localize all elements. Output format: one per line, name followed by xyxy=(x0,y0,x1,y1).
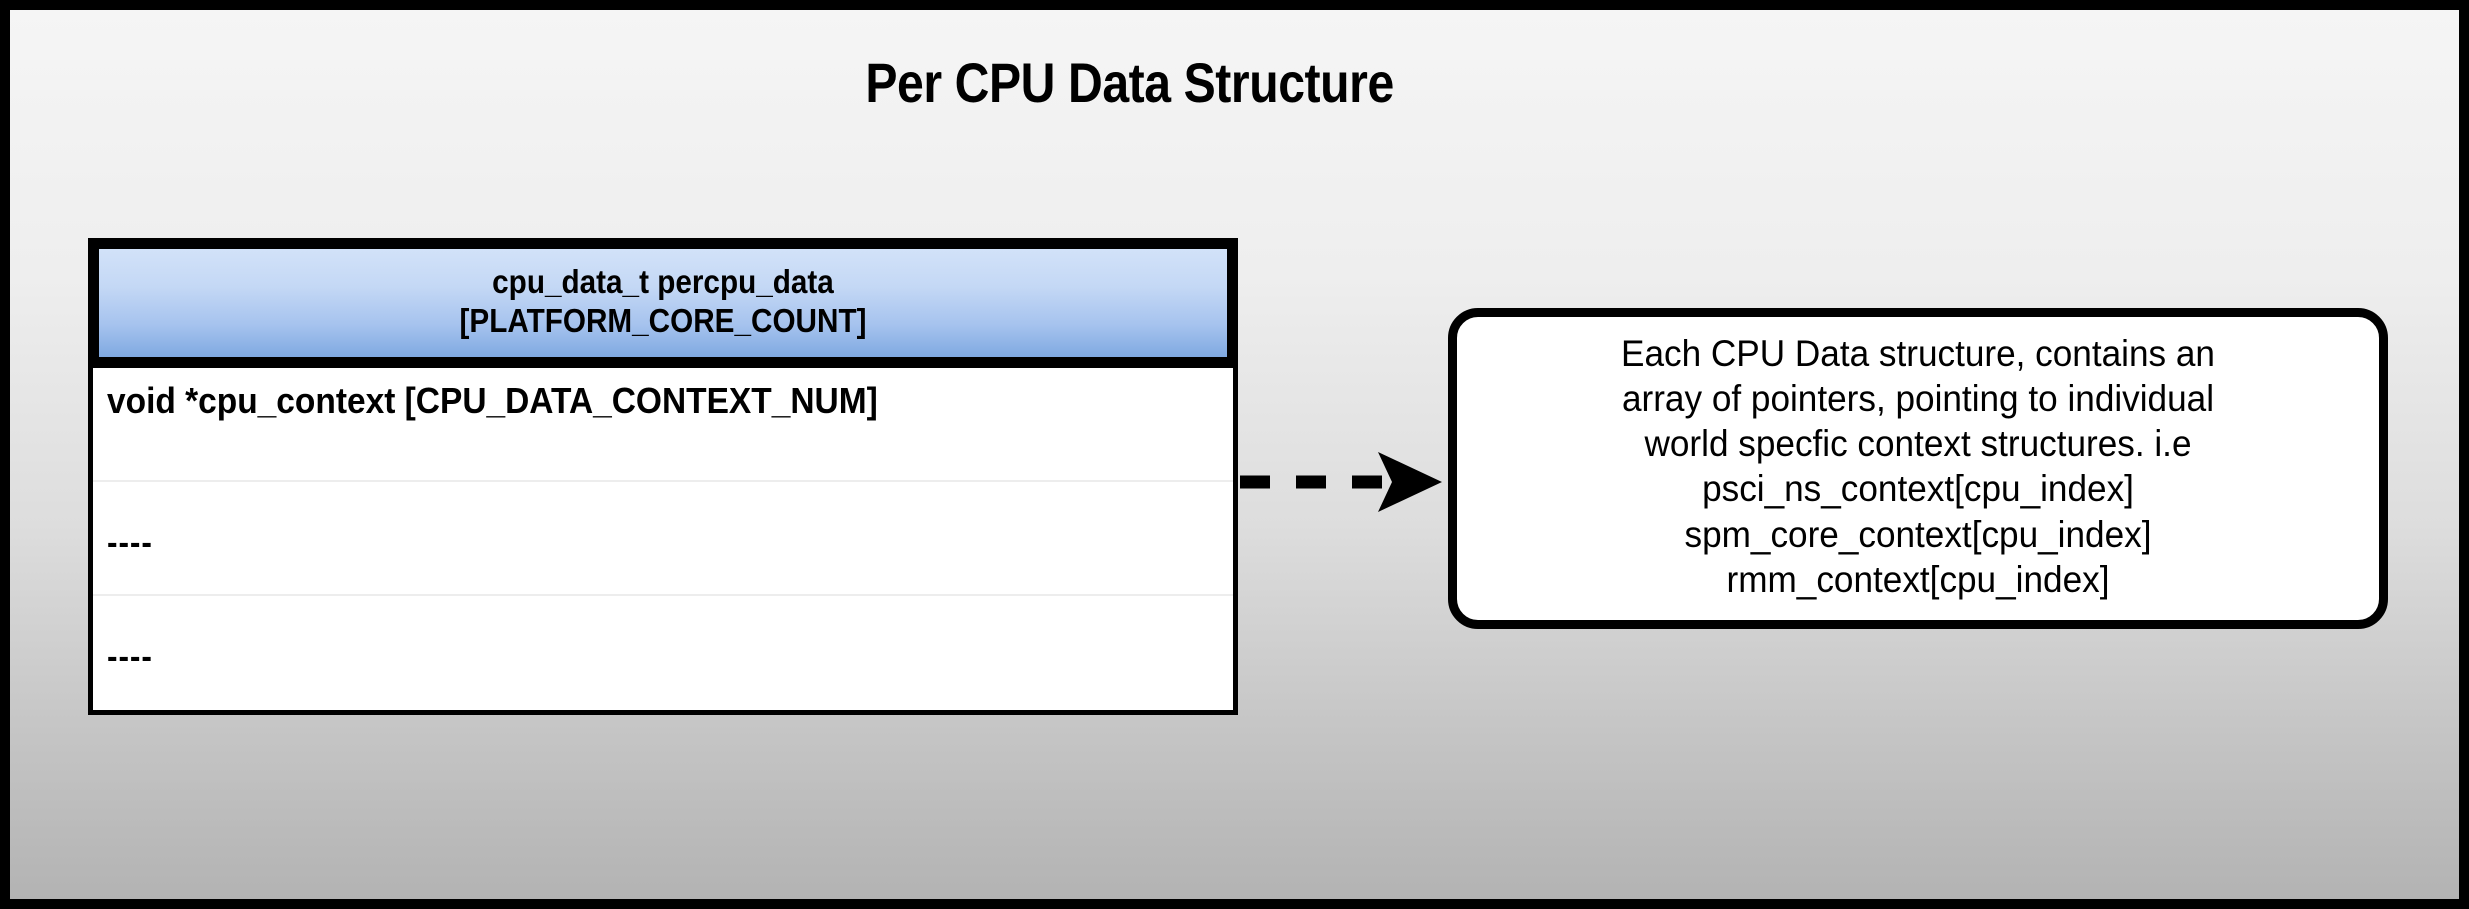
struct-table-body: void *cpu_context [CPU_DATA_CONTEXT_NUM]… xyxy=(88,367,1238,715)
callout-line-4: psci_ns_context[cpu_index] xyxy=(1702,468,2134,510)
callout-line-1: Each CPU Data structure, contains an xyxy=(1621,333,2215,374)
callout-line-3: world specfic context structures. i.e xyxy=(1644,423,2192,465)
table-row: ---- xyxy=(93,482,1233,596)
callout-line-5: spm_core_context[cpu_index] xyxy=(1684,513,2152,555)
struct-field-cpu-context: void *cpu_context [CPU_DATA_CONTEXT_NUM] xyxy=(107,379,878,421)
callout-note: Each CPU Data structure, contains an arr… xyxy=(1448,308,2388,629)
struct-field-placeholder-2: ---- xyxy=(107,637,153,676)
page-title: Per CPU Data Structure xyxy=(865,51,1394,114)
struct-table-header: cpu_data_t percpu_data [PLATFORM_CORE_CO… xyxy=(88,238,1238,368)
percpu-data-struct-table: cpu_data_t percpu_data [PLATFORM_CORE_CO… xyxy=(88,238,1238,715)
table-row: void *cpu_context [CPU_DATA_CONTEXT_NUM] xyxy=(93,368,1233,482)
struct-header-line-1: cpu_data_t percpu_data xyxy=(492,263,834,300)
table-row: ---- xyxy=(93,596,1233,710)
callout-line-6: rmm_context[cpu_index] xyxy=(1726,558,2110,600)
struct-field-placeholder-1: ---- xyxy=(107,523,153,562)
dashed-arrow-icon xyxy=(1238,438,1448,526)
struct-header-line-2: [PLATFORM_CORE_COUNT] xyxy=(459,301,867,339)
callout-line-2: array of pointers, pointing to individua… xyxy=(1621,378,2215,420)
